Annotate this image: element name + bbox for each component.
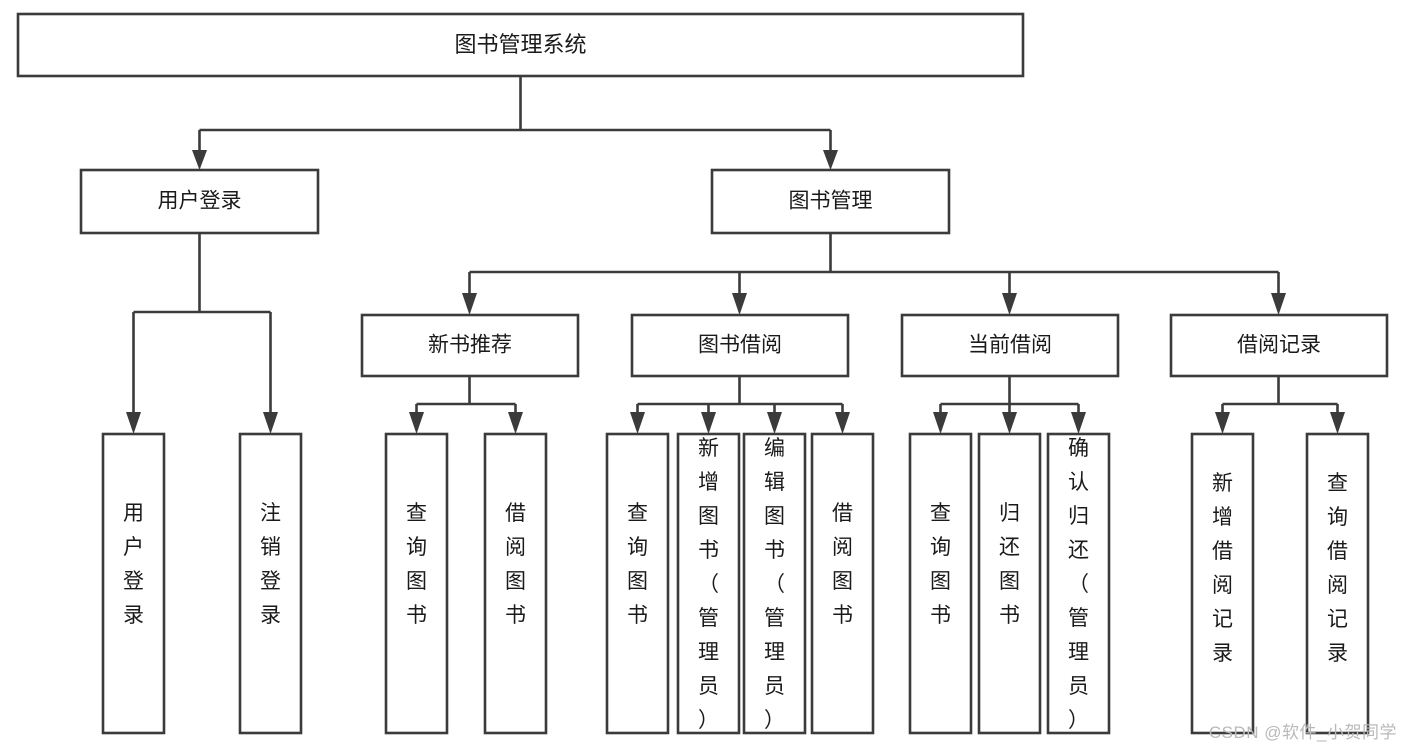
node-leaf-query-record-label: 查询借阅记录 [1327, 472, 1348, 665]
node-leaf-query-book-3-box[interactable] [908, 432, 973, 735]
node-current-borrow[interactable]: 当前借阅 [900, 313, 1120, 378]
node-book-borrow[interactable]: 图书借阅 [630, 313, 850, 378]
node-leaf-edit-book[interactable]: 编辑图书（管理员） [742, 432, 807, 735]
node-leaf-borrow-book-1-box[interactable] [483, 432, 548, 735]
node-new-book-rec-box[interactable] [360, 313, 580, 378]
arrow-head-leaf-query-book-3 [933, 412, 948, 434]
arrow-head-book-manage [823, 150, 838, 170]
node-current-borrow-label: 当前借阅 [968, 334, 1052, 357]
node-book-manage-label: 图书管理 [789, 190, 873, 213]
arrow-head-leaf-query-book-1 [409, 412, 424, 434]
node-leaf-add-book-label: 新增图书（管理员） [698, 437, 719, 732]
node-leaf-user-login-label: 用户登录 [123, 502, 144, 627]
node-new-book-rec-label: 新书推荐 [428, 334, 512, 357]
arrow-head-leaf-edit-book [767, 412, 782, 434]
node-current-borrow-box[interactable] [900, 313, 1120, 378]
arrow-head-leaf-query-record [1330, 412, 1345, 434]
node-leaf-query-book-1-label: 查询图书 [406, 502, 427, 627]
node-leaf-query-book-1[interactable]: 查询图书 [384, 432, 449, 735]
node-leaf-borrow-book-2-label: 借阅图书 [832, 502, 853, 627]
node-leaf-query-book-1-box[interactable] [384, 432, 449, 735]
node-user-login[interactable]: 用户登录 [79, 168, 320, 235]
arrow-head-new-book-rec [462, 293, 477, 315]
node-leaf-borrow-book-1[interactable]: 借阅图书 [483, 432, 548, 735]
node-leaf-query-record-box[interactable] [1305, 432, 1370, 735]
node-leaf-query-record[interactable]: 查询借阅记录 [1305, 432, 1370, 735]
node-leaf-borrow-book-2-box[interactable] [810, 432, 875, 735]
node-borrow-record[interactable]: 借阅记录 [1169, 313, 1389, 378]
node-root-box[interactable] [16, 12, 1025, 78]
arrow-head-leaf-logout-login [263, 412, 278, 434]
node-leaf-edit-book-label: 编辑图书（管理员） [764, 437, 785, 732]
node-root-label: 图书管理系统 [454, 32, 586, 57]
arrow-head-book-borrow [732, 293, 747, 315]
node-leaf-logout-login[interactable]: 注销登录 [238, 432, 303, 735]
node-leaf-query-book-3-label: 查询图书 [930, 502, 951, 627]
node-leaf-borrow-book-2[interactable]: 借阅图书 [810, 432, 875, 735]
arrow-head-borrow-record [1271, 293, 1286, 315]
node-leaf-confirm-return-label: 确认归还（管理员） [1068, 437, 1089, 732]
node-leaf-add-record-box[interactable] [1190, 432, 1255, 735]
arrow-head-leaf-user-login [126, 412, 141, 434]
node-leaf-query-book-2-box[interactable] [605, 432, 670, 735]
node-book-borrow-box[interactable] [630, 313, 850, 378]
node-leaf-query-book-3[interactable]: 查询图书 [908, 432, 973, 735]
arrow-head-leaf-borrow-book-1 [508, 412, 523, 434]
node-borrow-record-label: 借阅记录 [1237, 334, 1321, 357]
node-leaf-logout-login-box[interactable] [238, 432, 303, 735]
arrow-head-leaf-confirm-return [1071, 412, 1086, 434]
node-leaf-query-book-2-label: 查询图书 [627, 502, 648, 627]
node-leaf-user-login-box[interactable] [101, 432, 166, 735]
arrow-head-user-login [192, 150, 207, 170]
node-leaf-confirm-return[interactable]: 确认归还（管理员） [1046, 432, 1111, 735]
node-user-login-box[interactable] [79, 168, 320, 235]
node-user-login-label: 用户登录 [158, 190, 242, 213]
node-leaf-logout-login-label: 注销登录 [260, 502, 281, 627]
node-book-manage[interactable]: 图书管理 [710, 168, 951, 235]
node-book-borrow-label: 图书借阅 [698, 334, 782, 357]
node-root[interactable]: 图书管理系统 [16, 12, 1025, 78]
arrow-head-leaf-return-book [1002, 412, 1017, 434]
node-leaf-add-book-box[interactable] [676, 432, 741, 735]
node-borrow-record-box[interactable] [1169, 313, 1389, 378]
arrow-head-leaf-add-record [1215, 412, 1230, 434]
node-leaf-edit-book-box[interactable] [742, 432, 807, 735]
node-leaf-borrow-book-1-label: 借阅图书 [505, 502, 526, 627]
node-book-manage-box[interactable] [710, 168, 951, 235]
node-leaf-add-book[interactable]: 新增图书（管理员） [676, 432, 741, 735]
arrow-head-leaf-query-book-2 [630, 412, 645, 434]
node-leaf-add-record-label: 新增借阅记录 [1212, 472, 1233, 665]
arrow-head-leaf-borrow-book-2 [835, 412, 850, 434]
node-new-book-rec[interactable]: 新书推荐 [360, 313, 580, 378]
node-leaf-query-book-2[interactable]: 查询图书 [605, 432, 670, 735]
node-leaf-confirm-return-box[interactable] [1046, 432, 1111, 735]
node-leaf-user-login[interactable]: 用户登录 [101, 432, 166, 735]
node-leaf-add-record[interactable]: 新增借阅记录 [1190, 432, 1255, 735]
arrow-head-current-borrow [1002, 293, 1017, 315]
node-leaf-return-book-label: 归还图书 [999, 502, 1020, 627]
node-leaf-return-book[interactable]: 归还图书 [977, 432, 1042, 735]
arrow-head-leaf-add-book [701, 412, 716, 434]
node-leaf-return-book-box[interactable] [977, 432, 1042, 735]
connector-layer [126, 76, 1345, 434]
